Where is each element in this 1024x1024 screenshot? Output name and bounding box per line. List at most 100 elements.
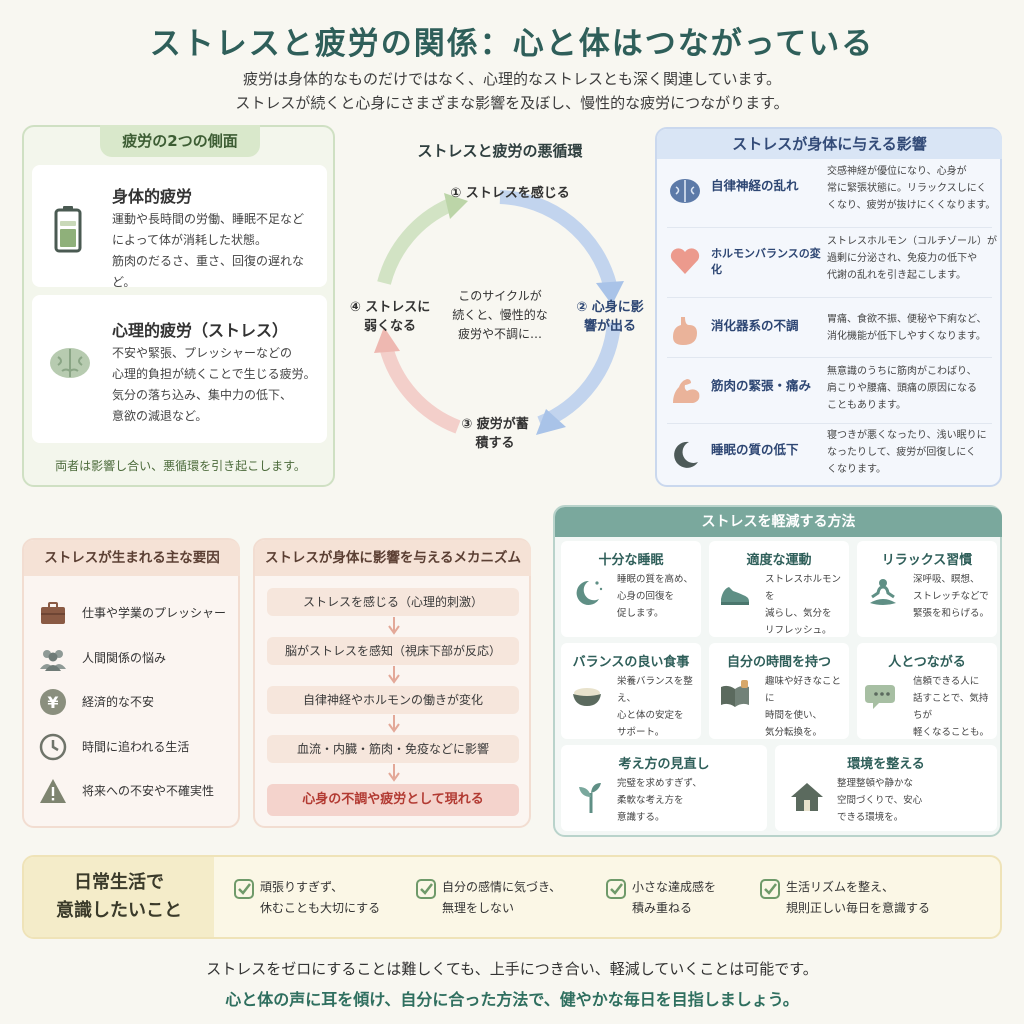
cycle-step-3-line: 積する <box>475 436 515 451</box>
effect-desc-line: 代謝の乱れを引き起こします。 <box>827 270 966 281</box>
check-icon <box>234 879 254 899</box>
effect-desc-line: ストレスホルモン（コルチゾール）が <box>827 236 997 247</box>
mechanism-step: 脳がストレスを感知（視床下部が反応） <box>267 637 519 665</box>
daily-text-line: 休むことも大切にする <box>260 901 381 915</box>
effect-desc: ストレスホルモン（コルチゾール）が 過剰に分泌され、免疫力の低下や 代謝の乱れを… <box>827 233 997 284</box>
relief-desc: 栄養バランスを整え、 心と体の安定を サポート。 <box>617 673 699 741</box>
daily-heading-line: 意識したいこと <box>56 900 182 921</box>
effect-item: ホルモンバランスの変化 ストレスホルモン（コルチゾール）が 過剰に分泌され、免疫… <box>667 233 997 293</box>
clock-icon <box>39 733 67 761</box>
physical-fatigue-line: 筋肉のだるさ、重さ、回復の遅れなど。 <box>112 254 305 289</box>
relief-desc: 完璧を求めすぎず、 柔軟な考え方を 意識する。 <box>617 775 757 826</box>
effect-label: 自律神経の乱れ <box>711 178 799 193</box>
relief-desc-line: 意識する。 <box>617 812 665 823</box>
effect-label: 睡眠の質の低下 <box>711 442 799 457</box>
cycle-step-3-line: ③ 疲労が蓄 <box>461 417 529 432</box>
mental-fatigue-line: 気分の落ち込み、集中力の低下、 <box>112 388 293 402</box>
effect-desc-line: くなり、疲労が抜けにくくなります。 <box>827 200 996 211</box>
effect-desc: 胃痛、食欲不振、便秘や下痢など、 消化機能が低下しやすくなります。 <box>827 311 997 345</box>
relief-desc-line: 柔軟な考え方を <box>617 795 684 806</box>
daily-text-line: 小さな達成感を <box>632 880 717 894</box>
effect-desc-line: くなります。 <box>827 464 886 475</box>
svg-text:¥: ¥ <box>47 693 58 712</box>
relief-title: 十分な睡眠 <box>598 553 664 568</box>
effect-desc-line: 寝つきが悪くなったり、浅い眠りに <box>827 430 987 441</box>
closing-line-1: ストレスをゼロにすることは難しくても、上手につき合い、軽減していくことは可能です… <box>206 960 818 978</box>
warning-icon <box>40 779 66 803</box>
relief-card: 適度な運動 ストレスホルモンを 減らし、気分を リフレッシュ。 <box>709 541 849 637</box>
relief-desc-line: 時間を使い、 <box>765 710 823 721</box>
cycle-arrowhead <box>444 193 468 219</box>
daily-item: 小さな達成感を 積み重ねる <box>606 877 756 921</box>
relief-desc-line: 栄養バランスを整え、 <box>617 676 693 704</box>
relief-desc-line: 心と体の安定を <box>617 710 684 721</box>
effect-label: 筋肉の緊張・痛み <box>711 378 812 393</box>
relief-panel: ストレスを軽減する方法 十分な睡眠 睡眠の質を高め、 心身の回復を 促します。 … <box>553 505 1002 837</box>
divider <box>667 357 992 358</box>
daily-text-line: 生活リズムを整え、 <box>786 880 895 894</box>
cycle-arrowhead <box>374 327 400 353</box>
effect-item: 筋肉の緊張・痛み 無意識のうちに筋肉がこわばり、 肩こりや腰痛、頭痛の原因になる… <box>667 363 992 423</box>
relief-desc-line: 深呼吸、瞑想、 <box>913 574 980 585</box>
daily-item: 頑張りすぎず、 休むことも大切にする <box>234 877 414 921</box>
battery-icon <box>54 206 82 253</box>
relief-desc-line: 減らし、気分を <box>765 608 832 619</box>
factor-text: 時間に追われる生活 <box>82 740 190 754</box>
daily-heading-line: 日常生活で <box>74 872 164 893</box>
cycle-center-line: このサイクルが <box>458 289 542 303</box>
mechanism-step: ストレスを感じる（心理的刺激） <box>267 588 519 616</box>
relief-title: バランスの良い食事 <box>572 655 690 670</box>
daily-item: 自分の感情に気づき、 無理をしない <box>416 877 596 921</box>
effect-desc-line: 肩こりや腰痛、頭痛の原因になる <box>827 383 977 394</box>
shoe-icon <box>721 587 749 605</box>
daily-text-line: 頑張りすぎず、 <box>260 880 344 894</box>
check-icon <box>416 879 436 899</box>
relief-desc: ストレスホルモンを 減らし、気分を リフレッシュ。 <box>765 571 847 639</box>
relief-desc: 信頼できる人に 話すことで、気持ちが 軽くなることも。 <box>913 673 995 741</box>
page-title: ストレスと疲労の関係：心と体はつながっている <box>149 26 875 62</box>
factor-item: 時間に追われる生活 <box>38 730 238 764</box>
book-icon <box>721 680 749 707</box>
daily-panel: 日常生活で 意識したいこと 頑張りすぎず、 休むことも大切にする 自分の感情に気… <box>22 855 1002 939</box>
relief-title: 人とつながる <box>888 655 966 670</box>
relief-title: 自分の時間を持つ <box>726 655 831 670</box>
fatigue-heading: 疲労の2つの側面 <box>100 125 260 157</box>
effects-panel: ストレスが身体に与える影響 自律神経の乱れ 交感神経が優位になり、心身が 常に緊… <box>655 127 1002 487</box>
factors-panel: ストレスが生まれる主な要因 仕事や学業のプレッシャー 人間関係の悩み ¥ 経済的… <box>22 538 240 828</box>
mechanism-panel: ストレスが身体に影響を与えるメカニズム ストレスを感じる（心理的刺激） 脳がスト… <box>253 538 531 828</box>
relief-desc-line: リフレッシュ。 <box>765 625 832 636</box>
check-icon <box>760 879 780 899</box>
relief-desc-line: 完璧を求めすぎず、 <box>617 778 702 789</box>
mental-fatigue-card: 心理的疲労（ストレス） 不安や緊張、プレッシャーなどの 心理的負担が続くことで生… <box>32 295 327 443</box>
physical-fatigue-title: 身体的疲労 <box>112 187 193 206</box>
mechanism-result: 心身の不調や疲労として現れる <box>267 784 519 816</box>
factor-text: 将来への不安や不確実性 <box>82 784 215 798</box>
daily-text: 小さな達成感を 積み重ねる <box>632 877 782 919</box>
check-icon <box>606 879 626 899</box>
relief-desc-line: 軽くなることも。 <box>913 727 990 738</box>
rice-bowl-icon <box>573 688 601 706</box>
cycle-arrow-2-3 <box>537 322 621 430</box>
relief-desc: 整理整頓や静かな 空間づくりで、安心 できる環境を。 <box>837 775 987 826</box>
moon-icon <box>576 580 603 605</box>
relief-desc-line: サポート。 <box>617 727 665 738</box>
relief-desc-line: 心身の回復を <box>617 591 675 602</box>
cycle-step-1: ① ストレスを感じる <box>450 186 570 201</box>
mechanism-step: 自律神経やホルモンの働きが変化 <box>267 686 519 714</box>
effects-heading: ストレスが身体に与える影響 <box>657 129 1002 159</box>
heart-icon <box>670 248 700 274</box>
meditation-icon <box>870 579 896 605</box>
down-arrow-icon <box>388 764 400 782</box>
physical-fatigue-card: 身体的疲労 運動や長時間の労働、睡眠不足など によって体が消耗した状態。 筋肉の… <box>32 165 327 289</box>
relief-desc-line: 促します。 <box>617 608 664 619</box>
relief-card: リラックス習慣 深呼吸、瞑想、 ストレッチなどで 緊張を和らげる。 <box>857 541 997 637</box>
cycle-arrowhead <box>596 281 624 305</box>
cycle-arrow-1-2 <box>499 190 617 287</box>
cycle-title: ストレスと疲労の悪循環 <box>417 142 583 160</box>
mechanism-heading: ストレスが身体に影響を与えるメカニズム <box>255 540 531 576</box>
relief-desc-line: 気分転換を。 <box>765 727 823 738</box>
cycle-arrow-4-1 <box>377 198 454 285</box>
mental-fatigue-line: 意欲の減退など。 <box>112 409 208 423</box>
effect-item: 消化器系の不調 胃痛、食欲不振、便秘や下痢など、 消化機能が低下しやすくなります… <box>667 303 992 363</box>
effect-item: 睡眠の質の低下 寝つきが悪くなったり、浅い眠りに なったりして、疲労が回復しにく… <box>667 427 992 487</box>
